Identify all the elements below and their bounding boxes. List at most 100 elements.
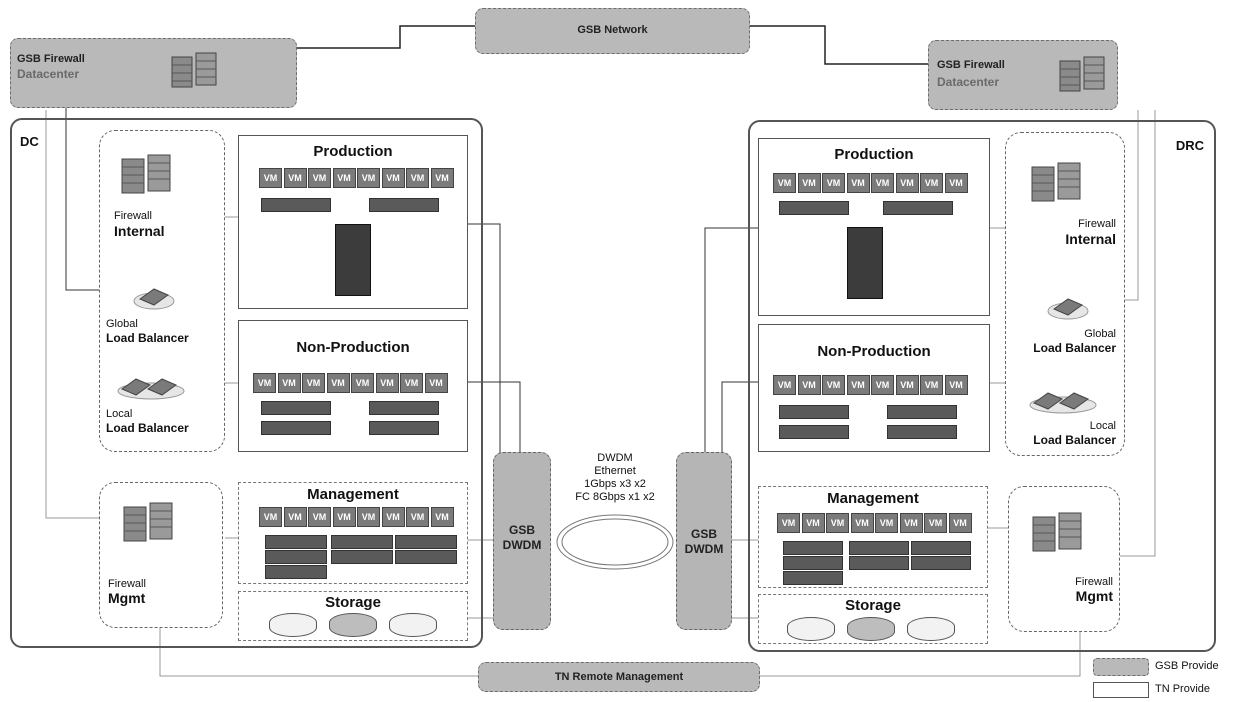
server-icon [331,550,393,564]
vm-icon: VM [871,375,894,395]
server-icon [261,198,331,212]
firewall-icon [123,502,173,542]
drc-dwdm-label: GSB DWDM [684,527,724,556]
vm-icon: VM [253,373,276,393]
drc-tag: DRC [1175,138,1204,153]
dc-global-lb-big: Load Balancer [106,331,189,345]
vm-icon: VM [259,168,282,188]
server-icon [783,571,843,585]
vm-icon: VM [895,173,919,193]
storage-disk-icon [329,613,377,637]
server-icon [849,556,909,570]
drc-fw-mgmt-small: Firewall [1075,576,1113,588]
gsb-network-label: GSB Network [577,24,648,36]
storage-disk-icon [907,617,955,641]
dc-dwdm-box: GSB DWDM [493,452,551,630]
vm-icon: VM [924,513,947,533]
dc-fw-mgmt-big: Mgmt [108,590,146,606]
server-icon [911,541,971,555]
rack-icon [847,227,883,299]
vm-icon: VM [332,507,356,527]
vm-icon: VM [920,173,943,193]
dc-tag: DC [20,134,39,149]
vm-icon: VM [357,507,380,527]
vm-icon: VM [944,173,968,193]
rack-icon [335,224,371,296]
load-balancer-icon [1029,392,1097,414]
vm-icon: VM [375,373,399,393]
vm-icon: VM [332,168,356,188]
vm-icon: VM [302,373,325,393]
load-balancer-icon [1047,298,1089,320]
tn-remote-management-box: TN Remote Management [478,662,760,692]
firewall-icon [1032,512,1082,552]
left-gsb-firewall-title: GSB Firewall [17,53,85,65]
dc-local-lb-big: Load Balancer [106,421,189,435]
right-gsb-firewall-sub: Datacenter [937,75,1000,89]
drc-fw-mgmt-box: Firewall Mgmt [1008,486,1120,632]
server-icon [395,535,457,549]
server-icon [265,565,327,579]
dc-storage-title: Storage [325,594,381,611]
storage-disk-icon [269,613,317,637]
dc-security-box: Firewall Internal Global Load Balancer L… [99,130,225,452]
dc-fw-mgmt-small: Firewall [108,578,146,590]
left-gsb-firewall-box: GSB Firewall Datacenter [10,38,297,108]
vm-icon: VM [920,375,943,395]
legend-tn-label: TN Provide [1155,683,1211,695]
server-icon [261,401,331,415]
vm-icon: VM [357,168,380,188]
vm-icon: VM [895,375,919,395]
vm-icon: VM [308,168,331,188]
vm-icon: VM [801,513,825,533]
vm-icon: VM [430,507,454,527]
drc-fw-mgmt-big: Mgmt [1075,588,1113,604]
server-icon [849,541,909,555]
vm-icon: VM [850,513,874,533]
vm-icon: VM [326,373,350,393]
vm-icon: VM [259,507,282,527]
right-gsb-firewall-title: GSB Firewall [937,59,1005,71]
vm-icon: VM [871,173,894,193]
server-icon [783,556,843,570]
vm-icon: VM [351,373,374,393]
server-icon [395,550,457,564]
drc-management-title: Management [827,490,919,507]
vm-icon: VM [826,513,849,533]
legend-gsb-label: GSB Provide [1155,660,1219,672]
vm-icon: VM [308,507,331,527]
dc-fw-internal-small: Firewall [114,210,152,222]
vm-icon: VM [797,173,821,193]
server-icon [783,541,843,555]
drc-nonproduction-title: Non-Production [817,343,931,360]
storage-disk-icon [847,617,895,641]
storage-disk-icon [389,613,437,637]
vm-icon: VM [283,507,307,527]
dc-management-title: Management [307,486,399,503]
firewall-icon [121,154,171,194]
server-icon [883,201,953,215]
drc-local-lb-small: Local [1089,420,1116,432]
vm-icon: VM [773,375,796,395]
server-icon [369,421,439,435]
vm-icon: VM [424,373,448,393]
right-gsb-firewall-box: GSB Firewall Datacenter [928,40,1118,110]
vm-icon: VM [875,513,898,533]
drc-global-lb-small: Global [1084,328,1116,340]
firewall-icon [1059,56,1105,92]
server-icon [779,425,849,439]
vm-icon: VM [400,373,423,393]
vm-icon: VM [406,168,429,188]
dwdm-link-label: DWDM Ethernet 1Gbps x3 x2 FC 8Gbps x1 x2 [560,452,670,504]
dc-local-lb-small: Local [106,408,133,420]
drc-production-title: Production [834,146,914,163]
load-balancer-icon [117,378,185,400]
dc-storage-panel: Storage [238,591,468,641]
tn-remote-management-label: TN Remote Management [554,671,684,683]
